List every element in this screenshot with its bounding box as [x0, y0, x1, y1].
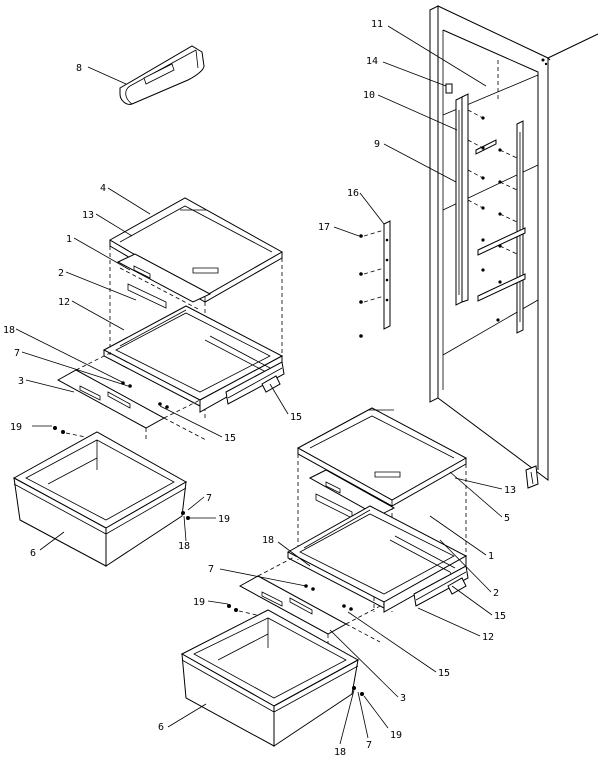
callout-9: 9 [374, 139, 380, 150]
rail-screws [467, 109, 518, 322]
callout-14: 14 [366, 56, 378, 67]
upper-shelf-frame-12 [102, 305, 284, 413]
callout-7d: 7 [366, 740, 372, 751]
callout-labels: 8 4 13 1 2 12 18 7 3 19 15 15 6 7 19 18 … [3, 19, 516, 758]
callout-3b: 3 [400, 693, 406, 704]
callout-15c: 15 [494, 611, 506, 622]
callout-15: 15 [290, 412, 302, 423]
lower-drawer-cover-3 [238, 555, 385, 648]
callout-7: 7 [14, 348, 20, 359]
upper-frame-front [116, 253, 212, 309]
callout-6b: 6 [158, 722, 164, 733]
lower-shelf-frame-12 [286, 505, 468, 613]
callout-4: 4 [100, 183, 106, 194]
cabinet-liner [429, 5, 599, 489]
lower-drawer-hardware [352, 686, 364, 696]
callout-11: 11 [371, 19, 383, 30]
callout-3: 3 [18, 376, 24, 387]
callout-12b: 12 [482, 632, 494, 643]
lower-drawer-6 [180, 609, 360, 747]
callout-1b: 1 [488, 551, 494, 562]
callout-10: 10 [363, 90, 375, 101]
callout-2b: 2 [493, 588, 499, 599]
lower-glass-cover [296, 407, 468, 507]
callout-18c: 18 [262, 535, 274, 546]
callout-18b: 18 [178, 541, 190, 552]
bracket-16 [359, 220, 391, 338]
callout-16: 16 [347, 188, 359, 199]
callout-6: 6 [30, 548, 36, 559]
clip-14 [445, 83, 453, 94]
callout-7c: 7 [208, 564, 214, 575]
upper-drawer-cover-3 [56, 351, 207, 441]
lower-shelf-slides [413, 565, 469, 607]
shelf-rail-right [516, 120, 524, 334]
callout-13: 13 [82, 210, 94, 221]
callout-15d: 15 [438, 668, 450, 679]
callout-8: 8 [76, 63, 82, 74]
callout-19b: 19 [218, 514, 230, 525]
callout-5: 5 [504, 513, 510, 524]
leader-lines [15, 25, 503, 745]
callout-19d: 19 [390, 730, 402, 741]
lower-hardware [227, 584, 353, 619]
lower-frame-front [308, 469, 396, 519]
upper-shelf-slides [225, 361, 285, 405]
callout-13b: 13 [504, 485, 516, 496]
callout-15b: 15 [224, 433, 236, 444]
callout-1: 1 [66, 234, 72, 245]
upper-drawer-6 [12, 431, 188, 567]
callout-7b: 7 [206, 493, 212, 504]
callout-19c: 19 [193, 597, 205, 608]
callout-18: 18 [3, 325, 15, 336]
callout-2: 2 [58, 268, 64, 279]
upper-drawer-hardware [181, 511, 190, 520]
callout-12: 12 [58, 297, 70, 308]
callout-19: 19 [10, 422, 22, 433]
rail-crossbars [475, 139, 526, 302]
callout-17: 17 [318, 222, 330, 233]
cover-part-8 [119, 45, 205, 105]
callout-18d: 18 [334, 747, 346, 758]
shelf-rail-left [455, 93, 469, 306]
